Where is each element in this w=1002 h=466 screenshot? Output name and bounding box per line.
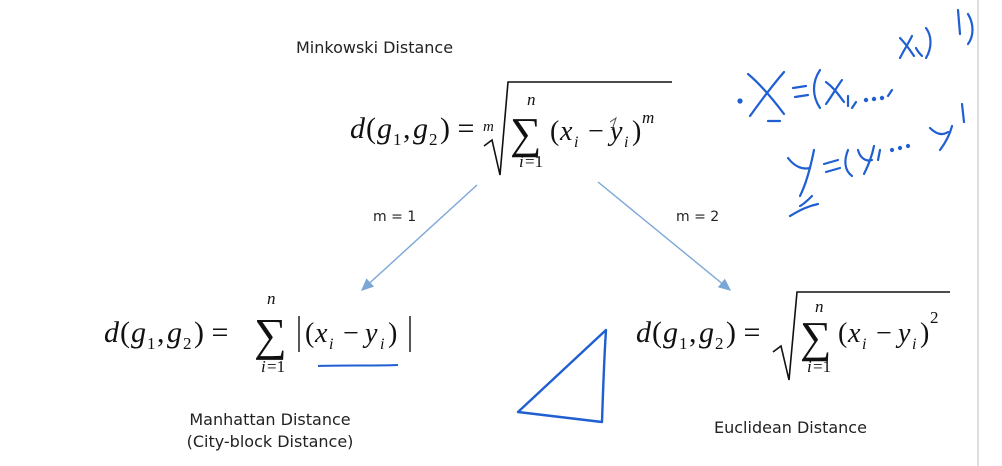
svg-text:g: g (131, 316, 146, 349)
minkowski-formula: d ( g 1 , g 2 ) = m n ∑ i =1 ( x i − y i… (350, 81, 672, 176)
svg-text:2: 2 (183, 334, 192, 353)
manhattan-caption: Manhattan Distance (City-block Distance) (170, 409, 370, 453)
svg-text:i: i (862, 336, 866, 353)
svg-text:g: g (413, 112, 428, 145)
svg-text:=1: =1 (525, 152, 543, 171)
svg-text:i: i (807, 357, 812, 376)
arrow-to-manhattan (360, 184, 478, 291)
svg-text:) =: ) = (440, 112, 474, 145)
svg-text:): ) (388, 318, 397, 349)
manhattan-formula: d ( g 1 , g 2 ) = n ∑ i =1 ( x i − y i ) (104, 289, 411, 376)
svg-text:2: 2 (429, 130, 438, 149)
svg-text:1: 1 (679, 334, 688, 353)
handwritten-underline (317, 364, 399, 367)
svg-text:g: g (663, 316, 678, 349)
svg-text:n: n (527, 90, 536, 109)
svg-text:=1: =1 (813, 357, 831, 376)
svg-text:d: d (104, 316, 120, 349)
svg-text:g: g (699, 316, 714, 349)
svg-text:x: x (559, 116, 573, 147)
svg-text:i: i (261, 357, 266, 376)
svg-text:∑: ∑ (510, 109, 541, 158)
svg-text:i: i (624, 134, 628, 151)
svg-text:,: , (157, 316, 165, 349)
manhattan-caption-line1: Manhattan Distance (189, 410, 351, 429)
svg-text:1: 1 (147, 334, 156, 353)
svg-text:d: d (636, 316, 652, 349)
svg-text:m: m (642, 108, 654, 127)
handwritten-vector-note (737, 8, 974, 218)
svg-text:x: x (847, 318, 861, 349)
handwritten-triangle (516, 328, 608, 424)
svg-text:i: i (574, 134, 578, 151)
svg-text:,: , (403, 112, 411, 145)
condition-m1: m = 1 (373, 209, 417, 225)
svg-text:y: y (895, 318, 911, 349)
svg-text:2: 2 (930, 308, 939, 327)
svg-text:i: i (912, 336, 916, 353)
euclidean-formula: d ( g 1 , g 2 ) = n ∑ i =1 ( x i − y i )… (636, 291, 950, 381)
svg-text:,: , (689, 316, 697, 349)
svg-text:n: n (815, 297, 824, 316)
scrollbar-divider (977, 0, 979, 466)
svg-text:∑: ∑ (800, 313, 831, 362)
svg-text:i: i (519, 152, 524, 171)
arrow-to-euclidean (597, 181, 732, 291)
svg-text:(: ( (120, 316, 130, 349)
svg-text:−: − (343, 318, 359, 349)
svg-text:(: ( (838, 318, 847, 349)
svg-text:m: m (483, 119, 494, 135)
manhattan-caption-line2: (City-block Distance) (186, 432, 354, 451)
svg-text:) =: ) = (726, 316, 760, 349)
svg-text:y: y (607, 116, 623, 147)
svg-text:g: g (377, 112, 392, 145)
svg-text:y: y (362, 318, 378, 349)
svg-text:2: 2 (715, 334, 724, 353)
svg-text:x: x (314, 318, 328, 349)
svg-text:d: d (350, 112, 366, 145)
condition-m2: m = 2 (676, 209, 720, 225)
svg-text:(: ( (652, 316, 662, 349)
svg-text:n: n (267, 289, 276, 308)
svg-text:g: g (167, 316, 182, 349)
svg-text:): ) (920, 318, 929, 349)
svg-text:(: ( (366, 112, 376, 145)
svg-text:) =: ) = (194, 316, 228, 349)
svg-text:i: i (329, 336, 333, 353)
svg-text:): ) (632, 116, 641, 147)
svg-text:=1: =1 (267, 357, 285, 376)
svg-text:i: i (380, 336, 384, 353)
svg-text:(: ( (305, 318, 314, 349)
svg-text:1: 1 (393, 130, 402, 149)
svg-text:(: ( (550, 116, 559, 147)
svg-text:−: − (876, 318, 892, 349)
minkowski-title: Minkowski Distance (296, 38, 454, 57)
euclidean-caption: Euclidean Distance (714, 418, 867, 437)
svg-text:−: − (588, 116, 604, 147)
svg-text:∑: ∑ (254, 309, 287, 360)
